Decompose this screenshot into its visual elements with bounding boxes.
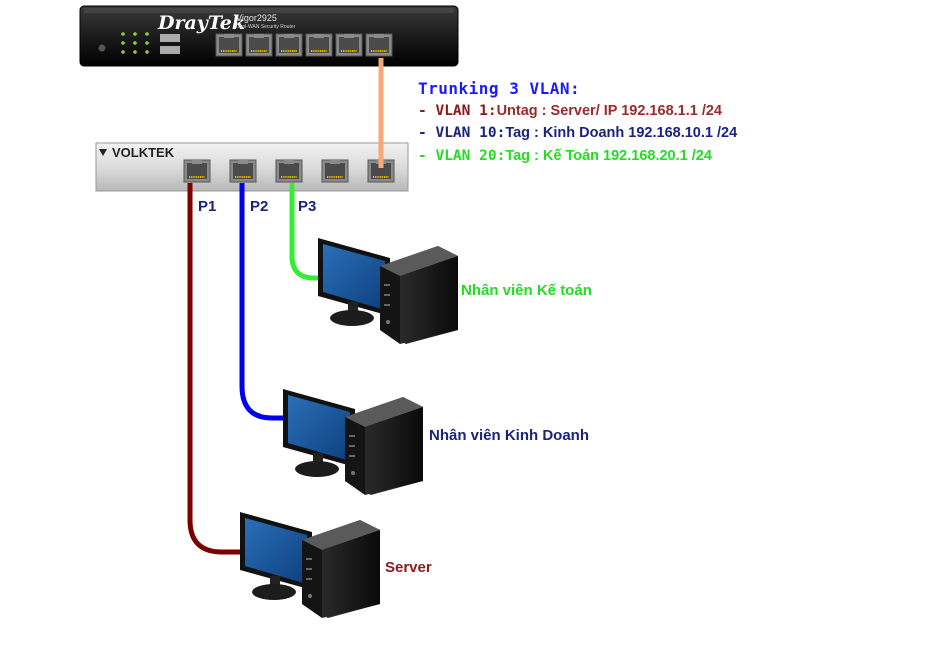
volktek-logo-icon xyxy=(99,149,107,156)
cable-p2 xyxy=(239,183,284,421)
router-usb-port[interactable] xyxy=(160,46,180,54)
cable-p1 xyxy=(187,183,240,555)
switch-device xyxy=(95,142,409,192)
vlan-1-value: Untag : Server/ IP 192.168.1.1 /24 xyxy=(496,103,723,119)
vlan-1-row: - VLAN 1:Untag : Server/ IP 192.168.1.1 … xyxy=(418,103,722,119)
switch-port[interactable] xyxy=(321,159,349,183)
port-label-p2: P2 xyxy=(250,198,269,215)
router-port[interactable] xyxy=(275,33,303,57)
computer-label-sales: Nhân viên Kinh Doanh xyxy=(429,427,590,444)
router-usb-port[interactable] xyxy=(160,34,180,42)
switch-port-p1[interactable] xyxy=(183,159,211,183)
router-port[interactable] xyxy=(245,33,273,57)
port-label-p3: P3 xyxy=(298,198,317,215)
vlan-10-value: Tag : Kinh Doanh 192.168.10.1 /24 xyxy=(505,125,738,141)
router-reset-button[interactable] xyxy=(98,44,106,52)
vlan-10-row: - VLAN 10:Tag : Kinh Doanh 192.168.10.1 … xyxy=(418,125,737,141)
computer-accounting xyxy=(318,238,458,344)
router-port[interactable] xyxy=(335,33,363,57)
router-subtitle: Dual-WAN Security Router xyxy=(236,24,296,30)
router-brand: DrayTek xyxy=(158,12,246,34)
router-trunk-port[interactable] xyxy=(365,33,393,57)
port-label-p1: P1 xyxy=(198,198,217,215)
router-port[interactable] xyxy=(215,33,243,57)
router-port[interactable] xyxy=(305,33,333,57)
trunk-title: Trunking 3 VLAN: xyxy=(418,79,581,98)
cable-p3 xyxy=(289,183,318,281)
router-device xyxy=(79,5,459,67)
switch-port-p2[interactable] xyxy=(229,159,257,183)
router-led-panel xyxy=(121,32,149,54)
vlan-20-row: - VLAN 20:Tag : Kế Toán 192.168.20.1 /24 xyxy=(418,148,712,164)
router-model: Vigor2925 xyxy=(236,13,277,23)
vlan-1-key: - VLAN 1: xyxy=(418,103,497,119)
computer-label-accounting: Nhân viên Kế toán xyxy=(461,282,592,299)
switch-brand: VOLKTEK xyxy=(112,145,175,160)
vlan-20-key: - VLAN 20: xyxy=(418,148,506,164)
switch-port-p3[interactable] xyxy=(275,159,303,183)
computer-server xyxy=(240,512,380,618)
vlan-10-key: - VLAN 10: xyxy=(418,125,506,141)
computer-sales xyxy=(283,389,423,495)
vlan-20-value: Tag : Kế Toán 192.168.20.1 /24 xyxy=(505,148,712,164)
computer-label-server: Server xyxy=(385,559,432,576)
